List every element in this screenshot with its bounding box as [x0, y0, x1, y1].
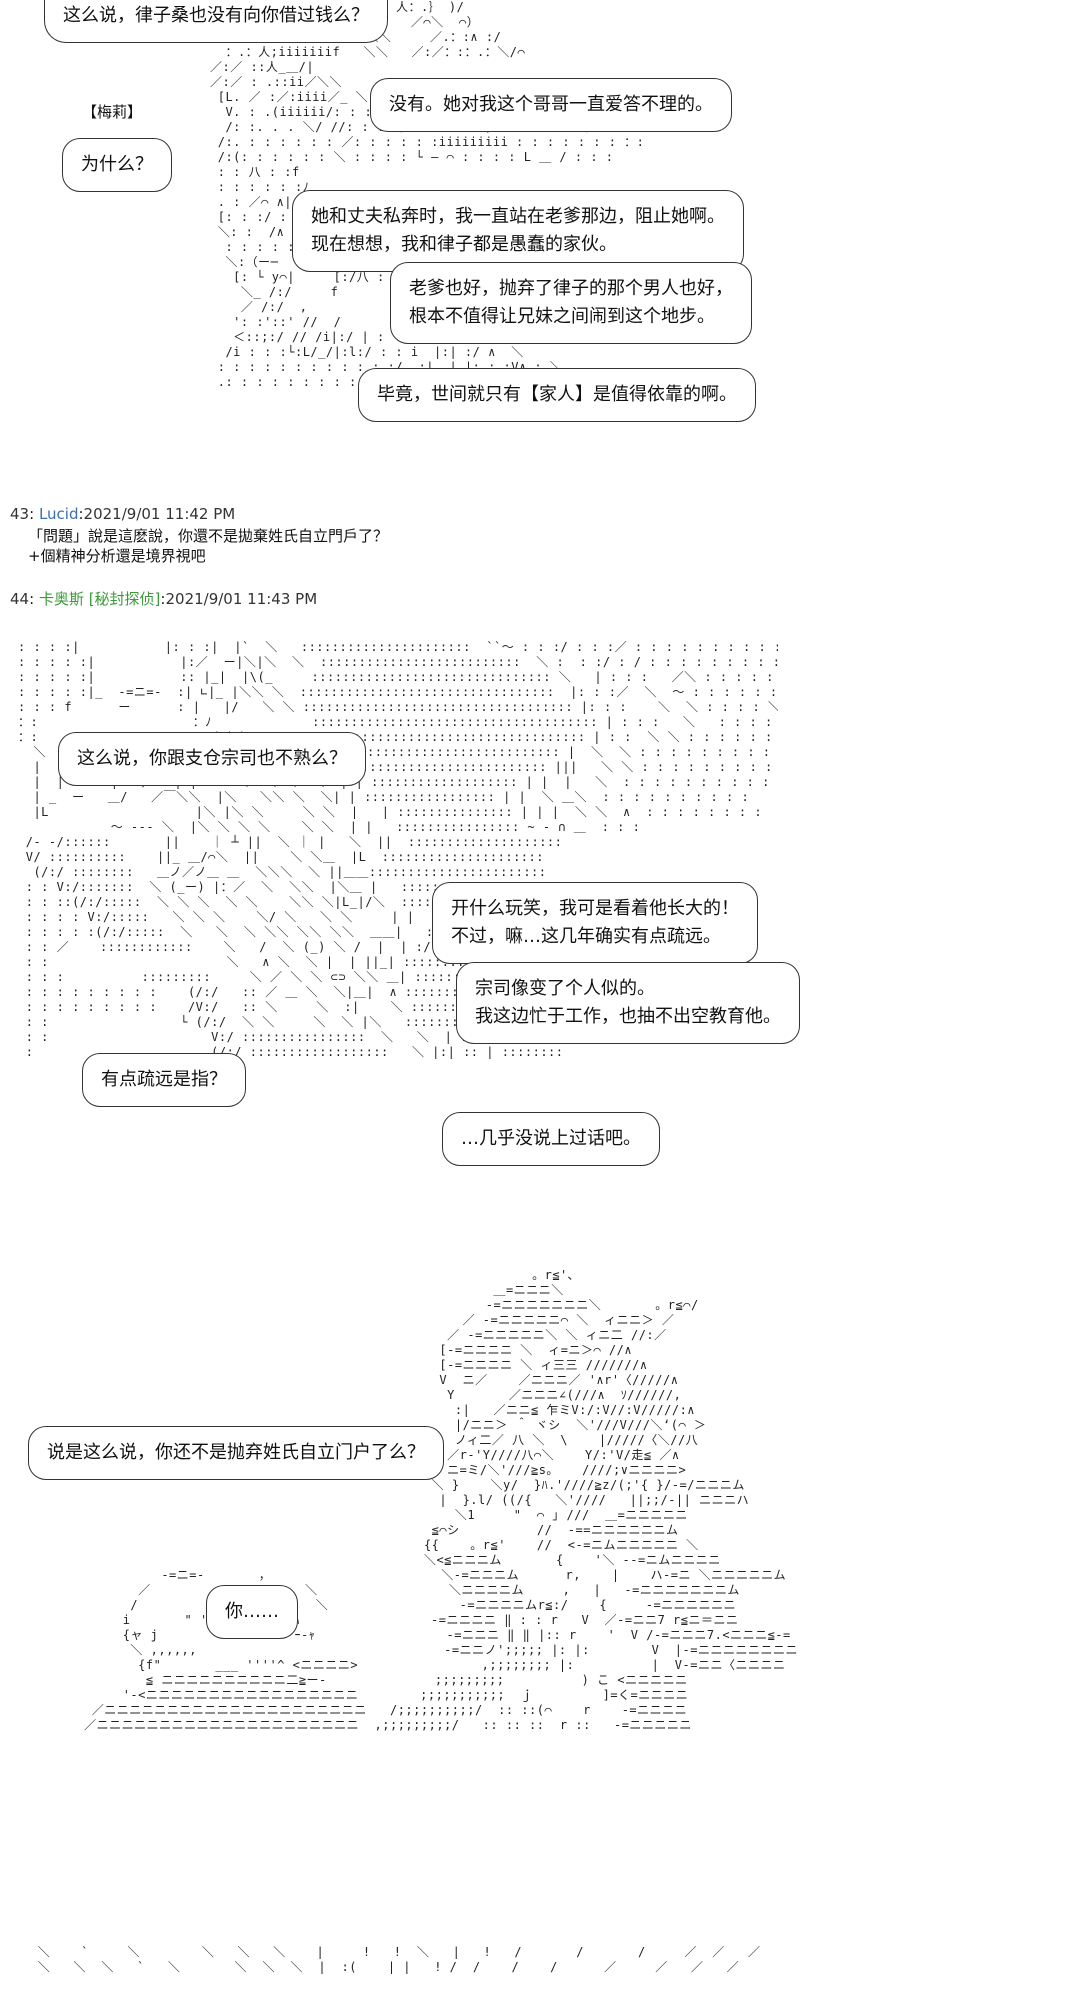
bubble-text: 开什么玩笑，我可是看着他长大的！ — [451, 898, 739, 919]
speech-bubble: 有点疏远是指？ — [82, 1053, 246, 1107]
post-number: 44 — [10, 590, 30, 608]
speech-bubble: 这么说，你跟支仓宗司也不熟么？ — [58, 732, 366, 786]
post-line: 「問題」說是這麽說，你還不是拋棄姓氏自立門戶了？ — [28, 527, 389, 545]
bubble-text: 毕竟，世间就只有【家人】是值得依靠的啊。 — [377, 384, 737, 405]
speech-bubble: …几乎没说上过话吧。 — [442, 1112, 660, 1166]
post-line: +個精神分析還是境界視吧 — [28, 546, 206, 565]
ascii-art-scene-4-edge: ＼ ` ＼ ＼ ＼ ＼ | ! ! ＼ | ! / / / ／ ／ ／ ＼ ＼ … — [37, 1945, 761, 1974]
speech-bubble: 为什么？ — [62, 138, 172, 192]
bubble-text: 说是这么说，你还不是抛弃姓氏自立门户了么？ — [47, 1442, 425, 1463]
bubble-text: …几乎没说上过话吧。 — [461, 1128, 641, 1149]
speech-bubble: 老爹也好，抛弃了律子的那个男人也好， 根本不值得让兄妹之间闹到这个地步。 — [390, 262, 752, 344]
bubble-text: 宗司像变了个人似的。 — [475, 978, 655, 999]
bubble-text: 根本不值得让兄妹之间闹到这个地步。 — [409, 305, 715, 327]
bubble-text: 这么说，你跟支仓宗司也不熟么？ — [77, 748, 347, 769]
bubble-text: 不过，嘛…这几年确实有点疏远。 — [451, 925, 721, 947]
post-header-43: 43: Lucid:2021/9/01 11:42 PM — [10, 505, 236, 523]
bubble-text: 有点疏远是指？ — [101, 1069, 227, 1090]
ascii-art-scene-3: 。r≦'､ ＿=ニニニ＼ -=ニニニニニニニ＼ 。r≦⌒/ — [84, 1268, 798, 1732]
bubble-text: 没有。她对我这个哥哥一直爱答不理的。 — [389, 94, 713, 115]
post-header-44: 44: 卡奥斯 [秘封探侦]:2021/9/01 11:43 PM — [10, 590, 318, 608]
post-number: 43 — [10, 505, 30, 523]
speaker-tag: 【梅莉】 — [82, 103, 143, 121]
speech-bubble: 开什么玩笑，我可是看着他长大的！ 不过，嘛…这几年确实有点疏远。 — [432, 882, 758, 964]
speech-bubble: 没有。她对我这个哥哥一直爱答不理的。 — [370, 78, 732, 132]
speech-bubble: 毕竟，世间就只有【家人】是值得依靠的啊。 — [358, 368, 756, 422]
speech-bubble: 她和丈夫私奔时，我一直站在老爹那边，阻止她啊。 现在想想，我和律子都是愚蠢的家伙… — [292, 190, 744, 272]
post-date: 2021/9/01 11:43 PM — [165, 590, 318, 608]
bubble-text: 她和丈夫私奔时，我一直站在老爹那边，阻止她啊。 — [311, 206, 725, 227]
post-author-link[interactable]: Lucid — [38, 505, 79, 523]
bubble-text: 现在想想，我和律子都是愚蠢的家伙。 — [311, 233, 617, 255]
bubble-text: 你…… — [225, 1601, 279, 1622]
post-date: 2021/9/01 11:42 PM — [83, 505, 236, 523]
bubble-text: 老爹也好，抛弃了律子的那个男人也好， — [409, 278, 733, 299]
speech-bubble: 你…… — [206, 1585, 298, 1639]
speech-bubble: 说是这么说，你还不是抛弃姓氏自立门户了么？ — [28, 1426, 444, 1480]
speech-bubble: 这么说，律子桑也没有向你借过钱么？ — [44, 0, 388, 43]
post-body-43: 「問題」說是這麽說，你還不是拋棄姓氏自立門戶了？ +個精神分析還是境界視吧 — [28, 527, 388, 566]
post-author-link[interactable]: 卡奥斯 [秘封探侦] — [38, 590, 161, 608]
speech-bubble: 宗司像变了个人似的。 我这边忙于工作，也抽不出空教育他。 — [456, 962, 800, 1044]
bubble-text: 为什么？ — [81, 154, 153, 175]
bubble-text: 这么说，律子桑也没有向你借过钱么？ — [63, 5, 369, 26]
bubble-text: 我这边忙于工作，也抽不出空教育他。 — [475, 1005, 781, 1027]
